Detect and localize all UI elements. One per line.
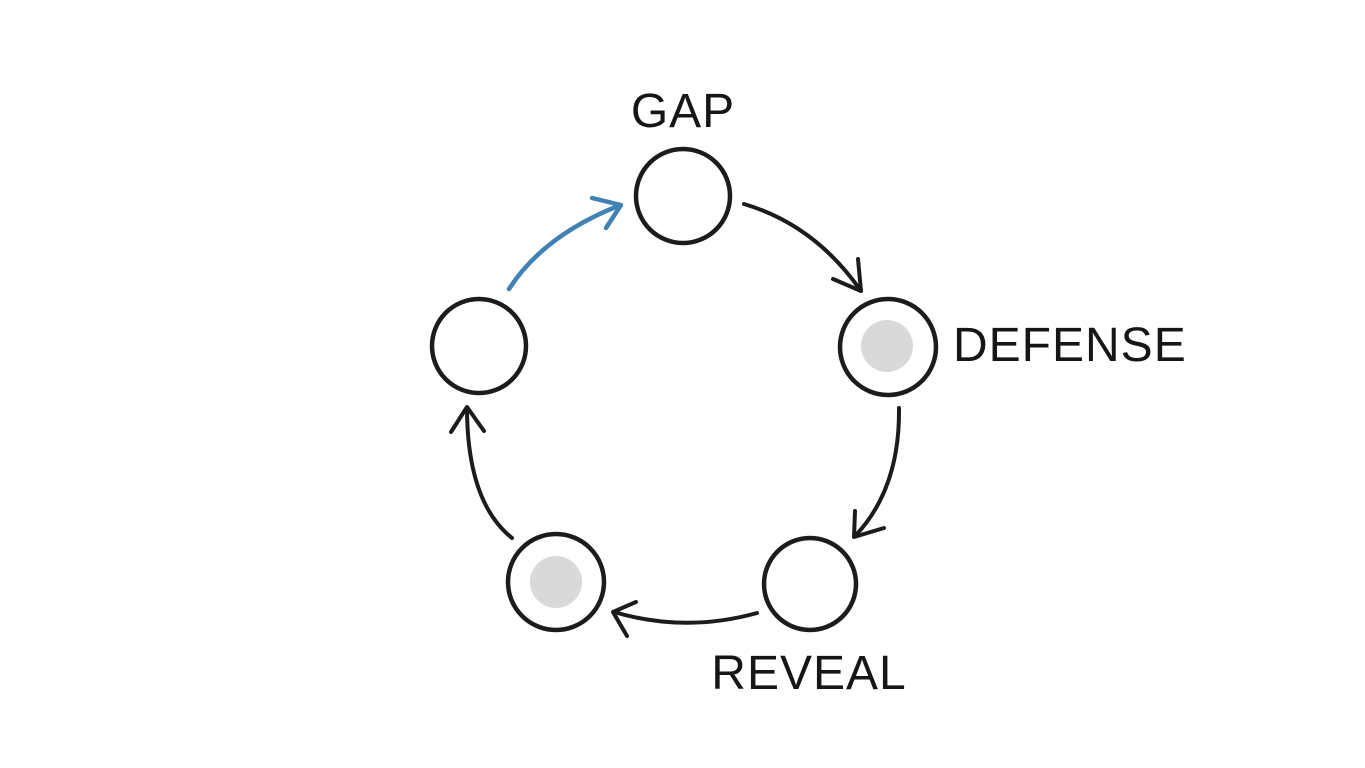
arrow-defense-to-reveal-line — [854, 406, 902, 537]
highlight-arrow-left-to-gap-line — [506, 203, 621, 292]
arrow-bottomleft-to-left-line — [465, 409, 514, 540]
nodes-group — [429, 146, 939, 633]
defense-label: DEFENSE — [953, 319, 1187, 372]
arrow-reveal-to-bottomleft-head — [611, 600, 638, 638]
highlight-arrow-left-to-gap — [506, 195, 624, 292]
arrow-reveal-to-bottomleft-line — [612, 610, 759, 625]
arrow-gap-to-defense-head — [831, 257, 863, 293]
edges-group — [449, 195, 902, 638]
arrow-bottomleft-to-left — [449, 405, 514, 540]
highlight-arrow-left-to-gap-head — [589, 195, 624, 231]
node-gap-circle — [633, 146, 733, 246]
arrow-bottomleft-to-left-head — [449, 405, 486, 434]
arrow-gap-to-defense — [742, 202, 863, 293]
bottomleft-inner-dot — [530, 556, 582, 608]
arrow-reveal-to-bottomleft — [611, 600, 759, 638]
arrow-gap-to-defense-line — [742, 202, 863, 293]
node-reveal-circle — [761, 535, 859, 633]
gap-label: GAP — [631, 85, 735, 138]
labels-group: GAP DEFENSE REVEAL — [631, 85, 1187, 700]
arrow-defense-to-reveal — [852, 406, 902, 539]
reveal-label: REVEAL — [711, 647, 906, 700]
node-left-circle — [429, 296, 529, 396]
defense-inner-dot — [861, 320, 913, 372]
arrow-defense-to-reveal-head — [852, 509, 886, 539]
